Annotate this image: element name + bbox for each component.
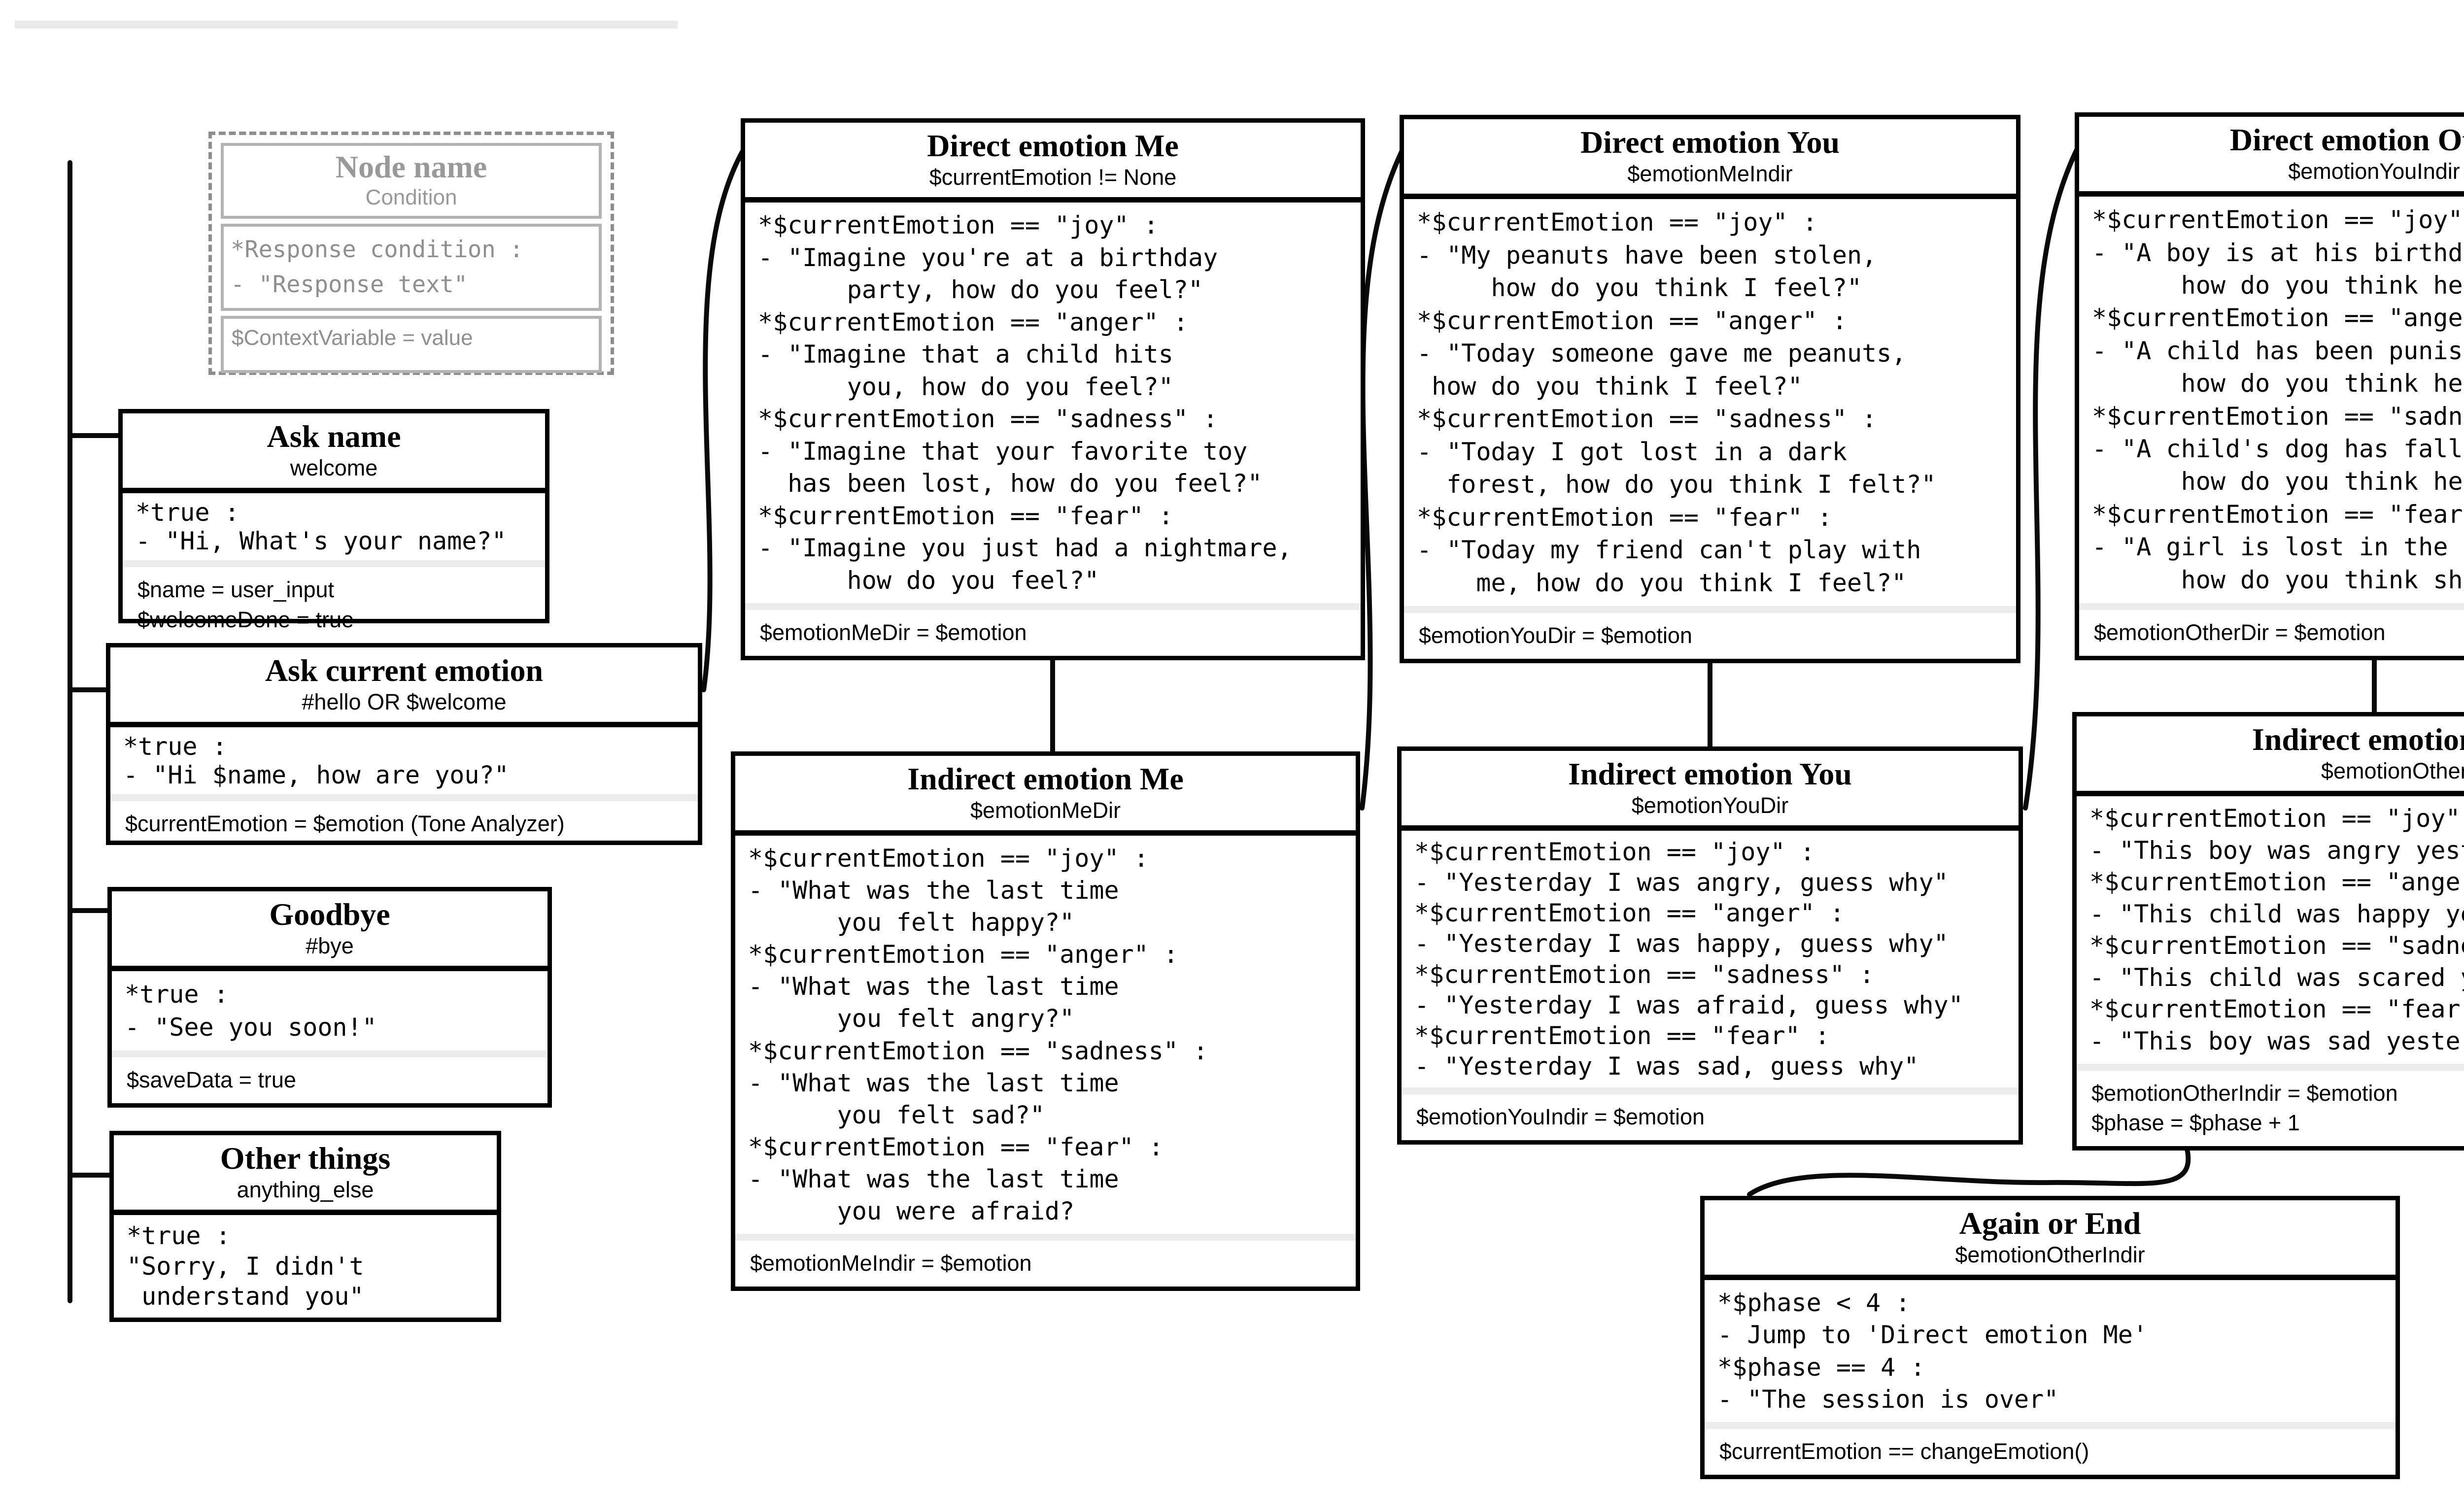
node-ask-current-emotion[interactable]: Ask current emotion #hello OR $welcome *… <box>106 643 702 845</box>
node-condition: welcome <box>290 455 378 481</box>
node-title: Again or End <box>1959 1206 2141 1241</box>
node-direct-emotion-me[interactable]: Direct emotion Me $currentEmotion != Non… <box>741 118 1365 660</box>
node-indirect-emotion-me[interactable]: Indirect emotion Me $emotionMeDir *$curr… <box>731 751 1360 1291</box>
node-context-vars: $emotionOtherDir = $emotion <box>2079 603 2464 656</box>
node-responses: *$currentEmotion == "joy" :- "Yesterday … <box>1414 837 1963 1081</box>
legend-header: Node name Condition <box>221 143 602 219</box>
node-condition: $currentEmotion != None <box>929 165 1177 190</box>
node-context-vars: $emotionMeIndir = $emotion <box>735 1234 1356 1287</box>
node-responses: *true :- "Hi, What's your name?" <box>136 498 507 555</box>
legend-response-section: *Response condition :- "Response text" <box>221 224 602 311</box>
node-condition: $emotionYouIndir <box>2288 159 2460 184</box>
node-condition: $emotionOtherIndir <box>1955 1242 2145 1268</box>
node-context-vars: $name = user_input$welcomeDone = true <box>123 560 545 643</box>
node-context-vars: $saveData = true <box>112 1050 548 1103</box>
node-responses: *true :- "Hi $name, how are you?" <box>123 732 509 789</box>
arc-indirect-you-to-direct-other <box>2023 145 2080 811</box>
node-title: Indirect emotion Me <box>907 761 1184 796</box>
node-context-vars: $emotionOtherIndir = $emotion$phase = $p… <box>2077 1063 2464 1147</box>
top-divider-rule <box>15 21 678 29</box>
legend-node-name: Node name <box>335 149 487 184</box>
node-responses: *$currentEmotion == "joy" :- "What was t… <box>748 844 1208 1226</box>
node-title: Indirect emotion Other <box>2252 722 2464 757</box>
node-other-things[interactable]: Other things anything_else *true :"Sorry… <box>109 1131 501 1322</box>
node-context-vars: $emotionYouIndir = $emotion <box>1402 1087 2019 1140</box>
node-indirect-emotion-other[interactable]: Indirect emotion Other $emotionOtherDir … <box>2072 712 2464 1151</box>
node-context-vars: $emotionMeDir = $emotion <box>745 603 1361 656</box>
node-goodbye[interactable]: Goodbye #bye *true :- "See you soon!" $s… <box>107 887 552 1108</box>
node-condition: #hello OR $welcome <box>302 689 507 715</box>
node-condition: $emotionYouDir <box>1631 793 1789 818</box>
node-title: Goodbye <box>269 897 390 932</box>
node-context-vars: $currentEmotion == changeEmotion() <box>1705 1422 2396 1475</box>
node-context-vars: $currentEmotion = $emotion (Tone Analyze… <box>110 794 698 847</box>
node-indirect-emotion-you[interactable]: Indirect emotion You $emotionYouDir *$cu… <box>1397 746 2023 1145</box>
arc-indirect-me-to-direct-you <box>1360 145 1406 811</box>
node-title: Direct emotion Other <box>2229 122 2464 157</box>
node-title: Direct emotion Me <box>927 128 1179 163</box>
node-condition: anything_else <box>237 1177 374 1203</box>
legend-condition: Condition <box>365 185 457 210</box>
node-responses: *true :"Sorry, I didn't understand you" <box>127 1221 364 1311</box>
node-responses: *$currentEmotion == "joy" :- "A boy is a… <box>2092 205 2464 594</box>
arc-indirect-other-to-again-or-end <box>1747 1147 2191 1197</box>
node-condition: $emotionMeIndir <box>1627 161 1793 187</box>
node-title: Direct emotion You <box>1580 125 1840 160</box>
legend-node-template: Node name Condition *Response condition … <box>208 132 614 375</box>
legend-context-section: $ContextVariable = value <box>221 316 602 373</box>
node-title: Ask name <box>267 419 401 454</box>
arc-askcurrent-to-direct-me <box>701 148 746 692</box>
node-context-vars: $emotionYouDir = $emotion <box>1404 606 2016 659</box>
node-condition: #bye <box>306 933 354 959</box>
node-again-or-end[interactable]: Again or End $emotionOtherIndir *$phase … <box>1700 1196 2400 1479</box>
node-title: Ask current emotion <box>265 653 544 688</box>
node-responses: *$currentEmotion == "joy" :- "This boy w… <box>2089 804 2464 1055</box>
node-direct-emotion-you[interactable]: Direct emotion You $emotionMeIndir *$cur… <box>1400 115 2020 663</box>
node-condition: $emotionOtherDir <box>2321 758 2464 784</box>
node-direct-emotion-other[interactable]: Direct emotion Other $emotionYouIndir *$… <box>2075 112 2464 660</box>
node-responses: *$currentEmotion == "joy" :- "My peanuts… <box>1417 208 1936 597</box>
node-responses: *$phase < 4 :- Jump to 'Direct emotion M… <box>1717 1288 2148 1414</box>
node-responses: *true :- "See you soon!" <box>125 980 377 1042</box>
node-title: Indirect emotion You <box>1568 756 1852 791</box>
node-title: Other things <box>220 1141 391 1176</box>
node-responses: *$currentEmotion == "joy" :- "Imagine yo… <box>758 211 1292 595</box>
node-condition: $emotionMeDir <box>970 798 1121 823</box>
node-ask-name[interactable]: Ask name welcome *true :- "Hi, What's yo… <box>118 409 549 632</box>
